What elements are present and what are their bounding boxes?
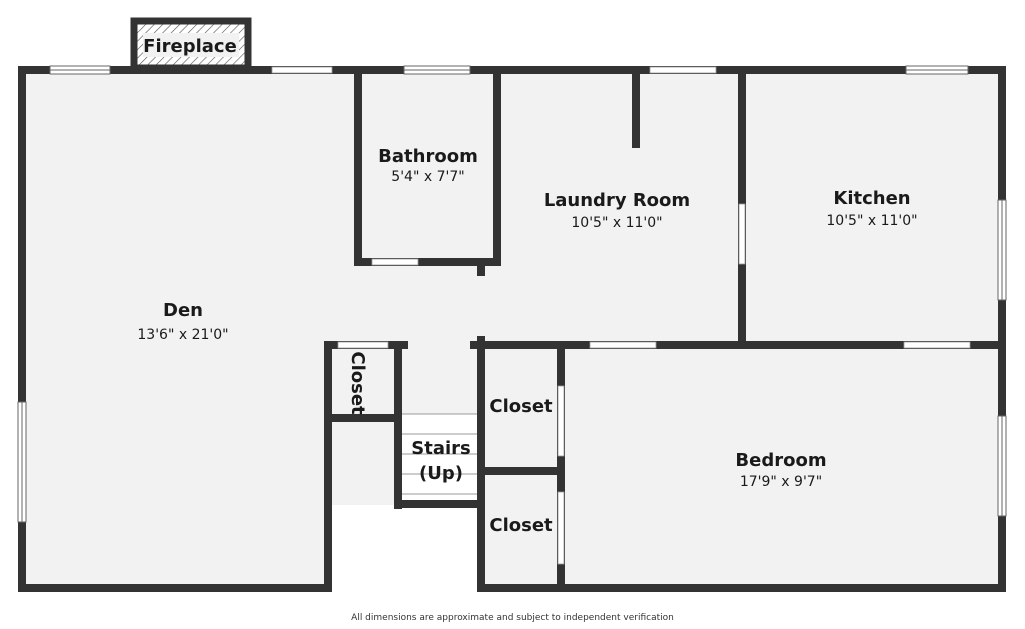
- fireplace-label: Fireplace: [143, 36, 237, 57]
- disclaimer-text: All dimensions are approximate and subje…: [351, 613, 674, 623]
- den-dimensions: 13'6" x 21'0": [137, 327, 228, 343]
- stairs: [402, 413, 477, 500]
- kitchen-label: Kitchen: [833, 188, 910, 209]
- room-labels: Fireplace Den 13'6" x 21'0" Bathroom 5'4…: [137, 36, 917, 536]
- closet-lower-label: Closet: [489, 515, 553, 536]
- den-label: Den: [163, 300, 203, 321]
- bedroom-dimensions: 17'9" x 9'7": [740, 474, 822, 490]
- closet-left-label: Closet: [347, 351, 368, 415]
- stairs-label: Stairs: [411, 438, 470, 459]
- laundry-room-dimensions: 10'5" x 11'0": [571, 215, 662, 231]
- bathroom-dimensions: 5'4" x 7'7": [391, 169, 464, 185]
- bathroom-label: Bathroom: [378, 146, 478, 167]
- door-openings: [271, 66, 971, 565]
- laundry-room-label: Laundry Room: [544, 190, 690, 211]
- closet-upper-label: Closet: [489, 396, 553, 417]
- kitchen-dimensions: 10'5" x 11'0": [826, 213, 917, 229]
- windows: [17, 65, 1007, 523]
- bedroom-label: Bedroom: [735, 450, 826, 471]
- fireplace: [130, 17, 252, 72]
- floor-area: [20, 68, 1002, 591]
- stairs-direction-label: (Up): [419, 463, 463, 484]
